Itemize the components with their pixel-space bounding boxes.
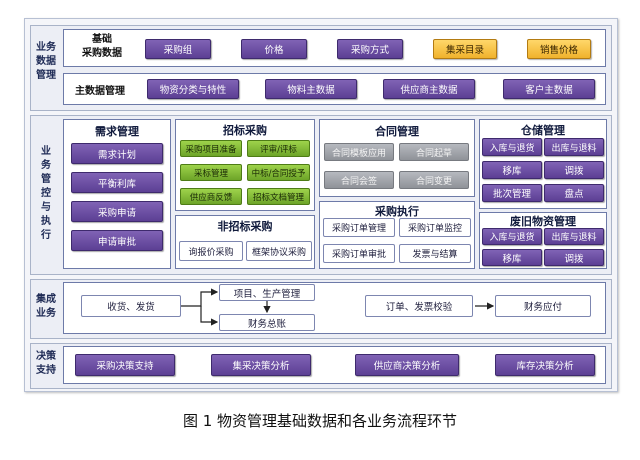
decision-purchase: 采购决策支持	[75, 354, 175, 376]
execution-po-monitor: 采购订单监控	[399, 218, 471, 237]
integration-accounts-payable: 财务应付	[495, 295, 591, 317]
nontender-inquiry: 询报价采购	[179, 241, 243, 261]
demand-balance: 平衡利库	[71, 172, 163, 193]
waste-inbound: 入库与退货	[482, 228, 542, 245]
nontender-title: 非招标采购	[217, 220, 273, 233]
waste-allocate: 调拨	[544, 249, 604, 266]
basic-item-purchase-method: 采购方式	[337, 39, 403, 59]
integration-order-invoice-check: 订单、发票校验	[365, 295, 473, 317]
integration-project-production: 项目、生产管理	[219, 284, 315, 301]
tender-title: 招标采购	[223, 124, 267, 137]
basic-data-label: 基础 采购数据	[82, 34, 122, 59]
master-item-material-master: 物料主数据	[265, 79, 357, 99]
figure-caption: 图 1 物资管理基础数据和各业务流程环节	[182, 412, 458, 430]
warehouse-transfer: 移库	[482, 161, 542, 179]
tender-mgmt: 采标管理	[180, 164, 242, 181]
integration-arrows	[181, 288, 495, 326]
decision-inventory: 库存决策分析	[495, 354, 595, 376]
master-data-label: 主数据管理	[75, 86, 125, 97]
execution-po-approval: 采购订单审批	[323, 244, 395, 263]
demand-title: 需求管理	[95, 125, 139, 138]
decision-supplier: 供应商决策分析	[355, 354, 459, 376]
execution-title: 采购执行	[375, 205, 419, 218]
execution-po-mgmt: 采购订单管理	[323, 218, 395, 237]
tender-doc-mgmt: 招标文档管理	[247, 188, 310, 205]
demand-request: 采购申请	[71, 201, 163, 222]
contract-template: 合同模板应用	[324, 143, 394, 161]
contract-draft: 合同起草	[399, 143, 469, 161]
tender-award: 中标/合同授予	[247, 164, 310, 181]
waste-outbound: 出库与退料	[544, 228, 604, 245]
contract-title: 合同管理	[375, 125, 419, 138]
demand-plan: 需求计划	[71, 143, 163, 164]
basic-item-price: 价格	[241, 39, 307, 59]
warehouse-allocate: 调拨	[544, 161, 604, 179]
side-label-business-mgmt: 业 务 管 控 与 执 行	[41, 146, 51, 241]
tender-project-prep: 采购项目准备	[180, 140, 242, 157]
master-item-material-class: 物资分类与特性	[147, 79, 239, 99]
demand-approval: 申请审批	[71, 230, 163, 251]
warehouse-outbound: 出库与退料	[544, 138, 604, 156]
basic-item-central-catalog: 集采目录	[433, 39, 497, 59]
integration-receive-ship: 收货、发货	[81, 295, 181, 317]
arrow-receive-to-finance	[200, 306, 219, 326]
master-item-supplier-master: 供应商主数据	[383, 79, 475, 99]
execution-invoice: 发票与结算	[399, 244, 471, 263]
waste-title: 废旧物资管理	[510, 215, 576, 228]
warehouse-title: 仓储管理	[521, 124, 565, 137]
diagram-frame: 业务 数据 管理 基础 采购数据 采购组 价格 采购方式 集采目录 销售价格 主…	[24, 18, 618, 392]
basic-item-purchase-group: 采购组	[145, 39, 211, 59]
decision-central: 集采决策分析	[211, 354, 311, 376]
contract-countersign: 合同会签	[324, 171, 394, 189]
nontender-framework: 框架协议采购	[246, 241, 312, 261]
side-label-business-data: 业务 数据 管理	[36, 42, 56, 81]
contract-change: 合同变更	[399, 171, 469, 189]
basic-item-sales-price: 销售价格	[527, 39, 591, 59]
side-label-decision: 决策 支持	[36, 351, 56, 376]
integration-finance-ledger: 财务总账	[219, 314, 315, 331]
tender-supplier-feedback: 供应商反馈	[180, 188, 242, 205]
side-label-integration: 集成 业务	[36, 294, 56, 319]
waste-transfer: 移库	[482, 249, 542, 266]
arrow-receive-to-project	[181, 288, 219, 307]
warehouse-inventory-check: 盘点	[544, 184, 604, 202]
tender-review: 评审/评标	[247, 140, 310, 157]
warehouse-batch: 批次管理	[482, 184, 542, 202]
warehouse-inbound: 入库与退货	[482, 138, 542, 156]
master-item-customer-master: 客户主数据	[503, 79, 595, 99]
